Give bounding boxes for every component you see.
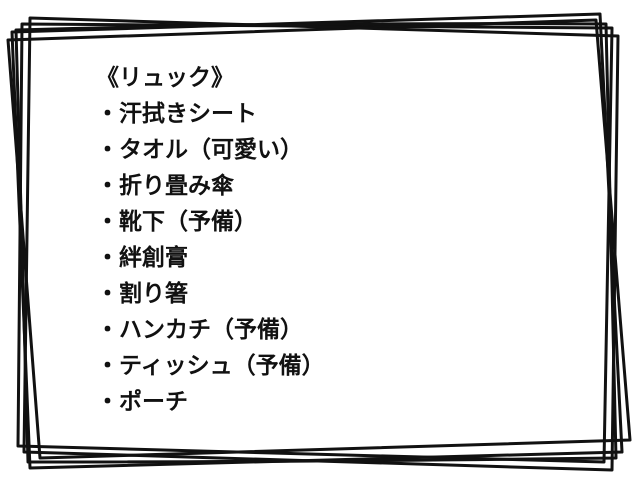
list-item: ・絆創膏 <box>96 245 188 271</box>
backpack-checklist: 《リュック》 ・汗拭きシート ・タオル（可愛い） ・折り畳み傘 ・靴下（予備） … <box>96 62 325 422</box>
list-item: ・ハンカチ（予備） <box>96 317 303 343</box>
frame-stroke <box>22 16 620 472</box>
list-item: ・汗拭きシート <box>96 101 257 127</box>
list-item: ・折り畳み傘 <box>96 173 234 199</box>
list-item: ・ポーチ <box>96 389 188 415</box>
list-item: ・靴下（予備） <box>96 209 257 235</box>
list-heading: 《リュック》 <box>96 65 234 91</box>
frame-stroke <box>14 22 618 464</box>
list-item: ・ティッシュ（予備） <box>96 353 325 379</box>
list-item: ・タオル（可愛い） <box>96 137 303 163</box>
list-item: ・割り箸 <box>96 281 188 307</box>
frame-stroke <box>6 18 632 460</box>
